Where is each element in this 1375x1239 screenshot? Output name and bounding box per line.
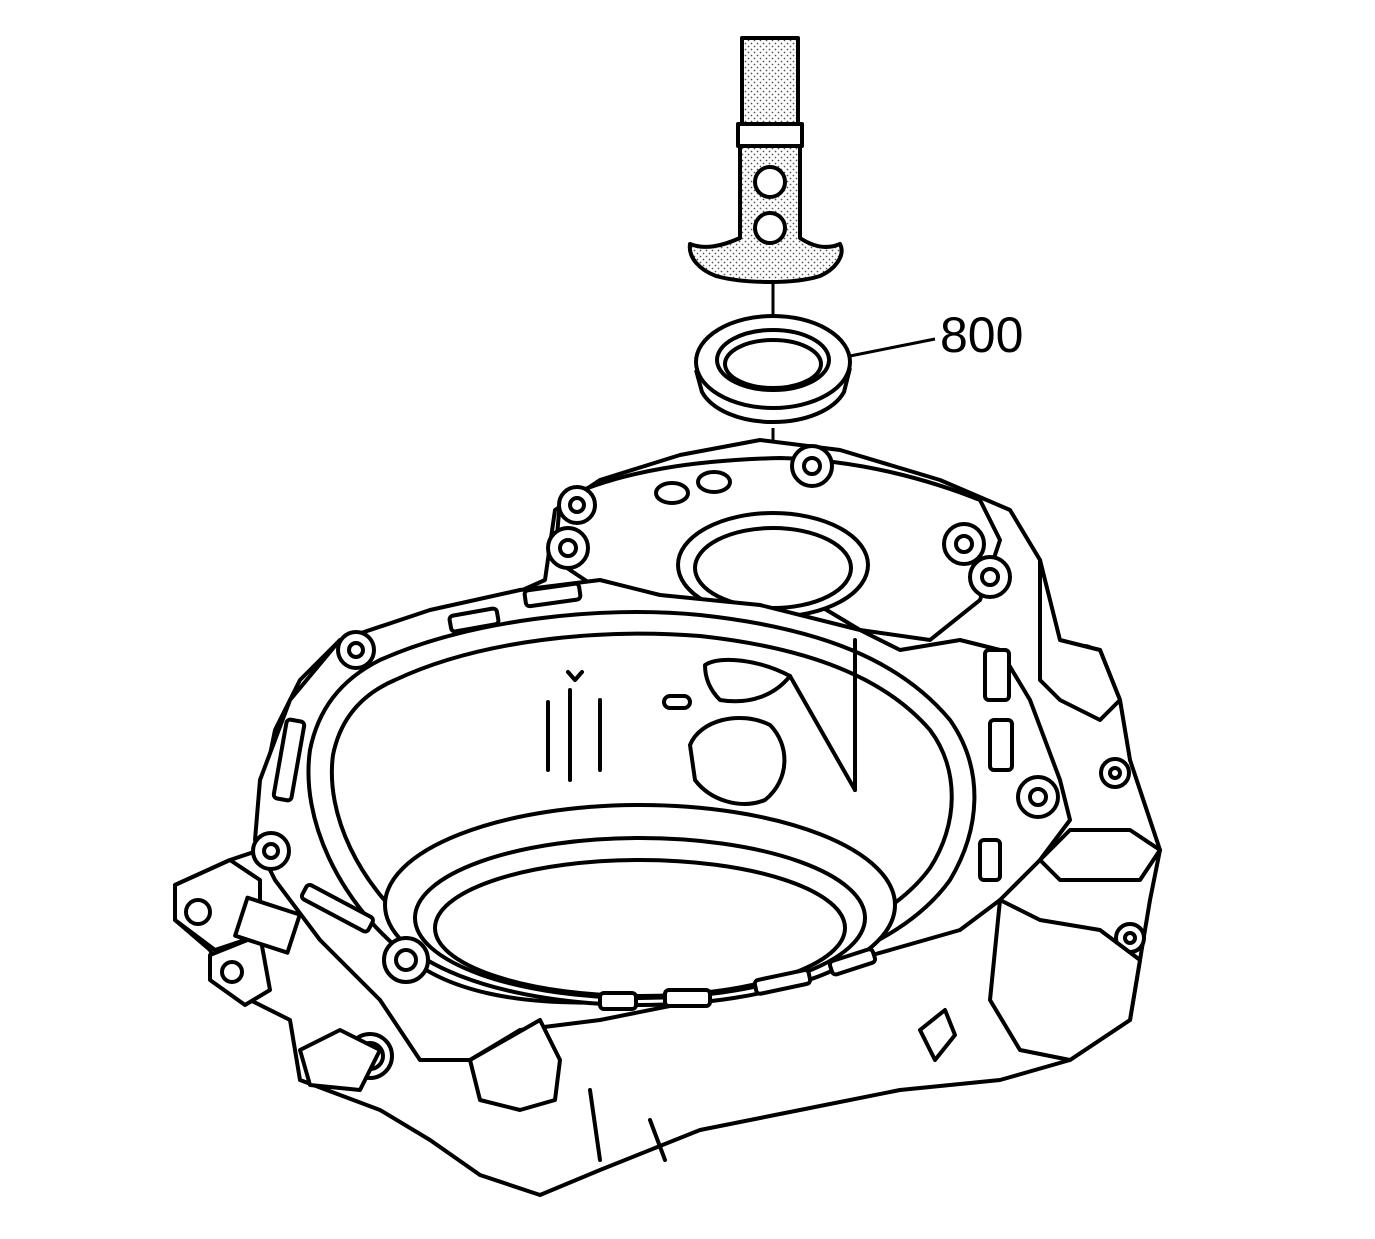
seal-ring-icon [694, 314, 852, 425]
seal-installer-tool [687, 36, 844, 284]
callout-label-800: 800 [940, 307, 1024, 363]
callout-leader [849, 337, 936, 358]
tool-collar [736, 122, 804, 148]
tool-handle [740, 36, 800, 126]
tool-hole-upper-icon [753, 165, 787, 199]
transmission-case [173, 438, 1162, 1197]
tool-hole-lower-icon [753, 211, 787, 245]
